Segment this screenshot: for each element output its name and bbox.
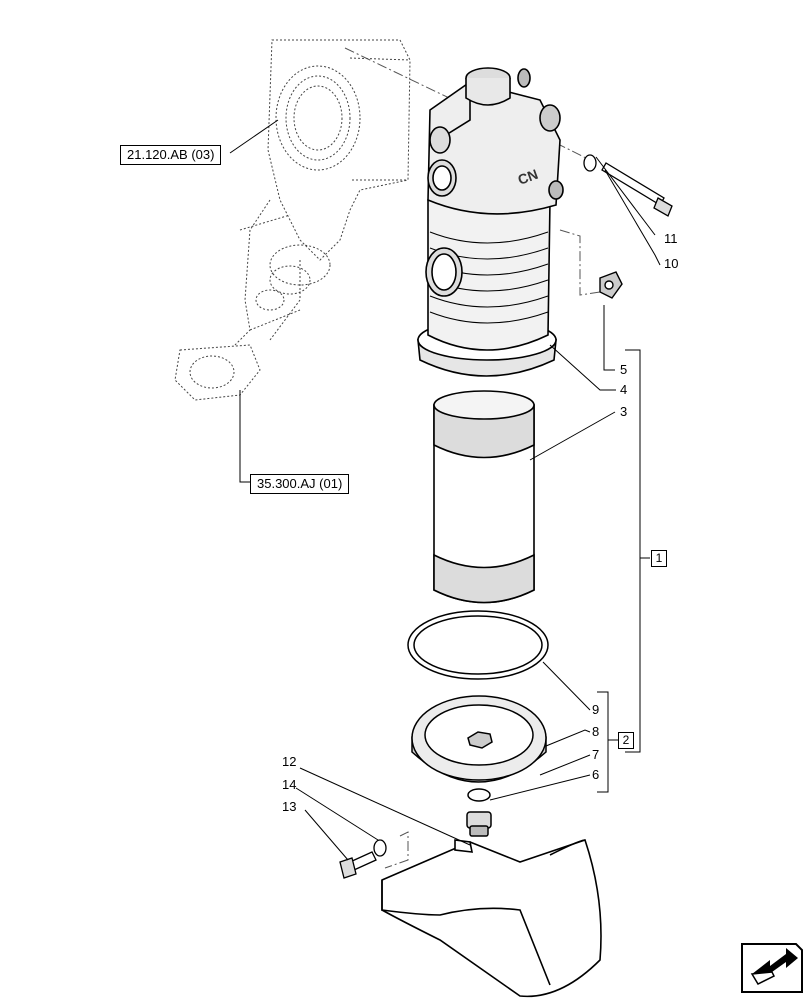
housing-logo: CN [516,166,540,188]
group-label-2: 2 [618,732,634,749]
callout-11: 11 [664,231,678,246]
reference-21120[interactable]: 21.120.AB (03) [120,145,222,165]
dust-cup-cover [411,695,547,783]
air-cleaner-housing [417,67,564,377]
reference-35300[interactable]: 35.300.AJ (01) [250,474,350,494]
guard-shield [381,838,602,998]
callout-5: 5 [620,362,628,377]
callout-3: 3 [620,404,628,419]
drain-valve [466,811,492,837]
group-label-1: 1 [651,550,667,567]
next-page-arrow-icon[interactable] [740,930,804,994]
seal-ring [407,610,549,680]
callout-7: 7 [592,747,600,762]
clamp [599,271,623,299]
callout-6: 6 [592,767,600,782]
bolt-and-washer [583,154,673,217]
callout-4: 4 [620,382,628,397]
callout-14: 14 [282,777,297,792]
callout-8: 8 [592,724,600,739]
callout-12: 12 [282,754,297,769]
callout-10: 10 [664,256,679,271]
ghost-intake-assembly [174,39,411,401]
filter-element [433,390,535,604]
callout-13: 13 [282,799,297,814]
callout-9: 9 [592,702,600,717]
valve-oring [467,788,491,802]
leader-lines [229,119,661,861]
